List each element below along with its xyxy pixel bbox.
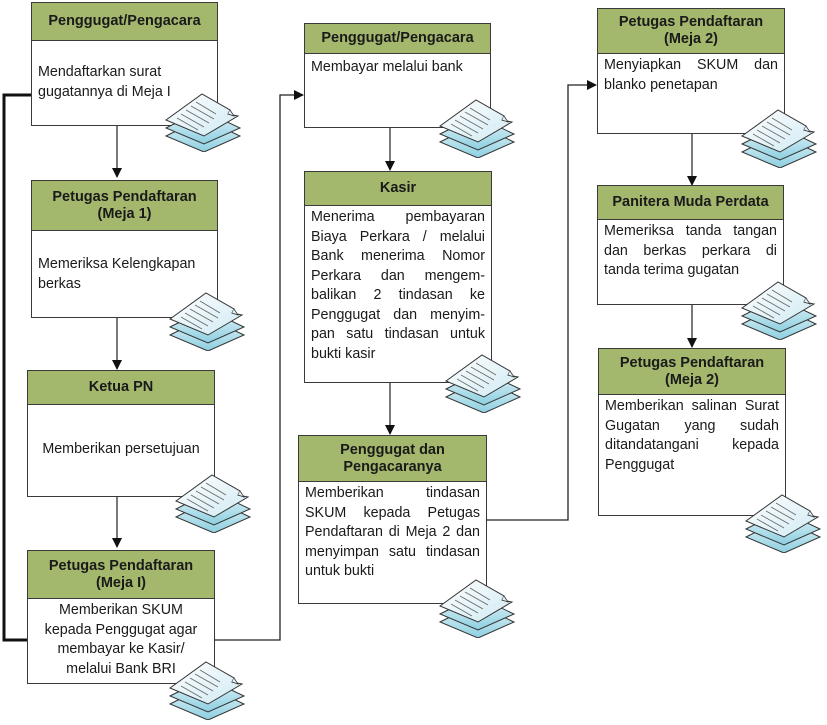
step-description: Menyiapkan SKUM dan blanko penetapan [604, 57, 778, 93]
step-header: Penggugat dan Pengacaranya [299, 436, 486, 482]
step-header: Petugas Pendaftaran (Meja 2) [598, 9, 784, 54]
step-box-3: Ketua PN Memberikan persetujuan [27, 370, 215, 497]
arrow-b7-b8 [487, 80, 597, 521]
step-header: Panitera Muda Perdata [598, 186, 783, 220]
step-header: Petugas Pendaftaran (Meja 1) [32, 181, 217, 231]
arrow-b4-b5 [214, 90, 304, 641]
step-description: Mendaftarkan surat gugatannya di Meja I [38, 64, 171, 100]
step-box-2: Petugas Pendaftaran (Meja 1) Memeriksa K… [31, 180, 218, 318]
step-box-4: Petugas Pendaftaran (Meja I) Memberikan … [27, 550, 215, 684]
step-description: Memberikan SKUM kepada Penggugat agar me… [44, 602, 198, 677]
document-stack-icon [740, 108, 820, 169]
step-header: Kasir [305, 172, 491, 206]
step-header: Penggugat/Pengacara [32, 3, 217, 41]
step-box-7: Penggugat dan Pengacaranya Memberikan ti… [298, 435, 487, 604]
step-description: Memberikan persetujuan [42, 441, 200, 457]
document-stack-icon [164, 92, 244, 153]
step-header: Petugas Pendaftaran (Meja I) [28, 551, 214, 599]
document-stack-icon [438, 98, 518, 159]
document-stack-icon [744, 493, 824, 554]
step-box-9: Panitera Muda Perdata Memeriksa tanda ta… [597, 185, 784, 305]
step-description: Memeriksa Kelengkapan berkas [38, 256, 196, 292]
step-description: Membayar melalui bank [311, 59, 463, 75]
document-stack-icon [168, 291, 248, 352]
loop-b4-b1 [2, 93, 31, 642]
document-stack-icon [438, 578, 518, 639]
document-stack-icon [168, 660, 248, 721]
document-stack-icon [174, 473, 254, 534]
step-box-6: Kasir Menerima pembayaran Biaya Perkara … [304, 171, 492, 383]
step-description: Menerima pembayaran Biaya Perkara / mela… [311, 209, 485, 362]
step-description: Memberikan tindasan SKUM kepada Petugas … [305, 485, 480, 579]
step-header: Petugas Pendaftaran (Meja 2) [599, 349, 785, 395]
document-stack-icon [444, 353, 524, 414]
step-box-8: Petugas Pendaftaran (Meja 2) Menyiapkan … [597, 8, 785, 134]
step-box-10: Petugas Pendaftaran (Meja 2) Memberikan … [598, 348, 786, 516]
step-description: Memberikan salinan Surat Gugatan yang su… [605, 398, 779, 473]
step-header: Ketua PN [28, 371, 214, 405]
step-description: Memeriksa tanda tangan dan berkas perkar… [604, 223, 777, 278]
step-box-5: Penggugat/Pengacara Membayar melalui ban… [304, 23, 491, 128]
document-stack-icon [740, 280, 820, 341]
step-header: Penggugat/Pengacara [305, 24, 490, 54]
